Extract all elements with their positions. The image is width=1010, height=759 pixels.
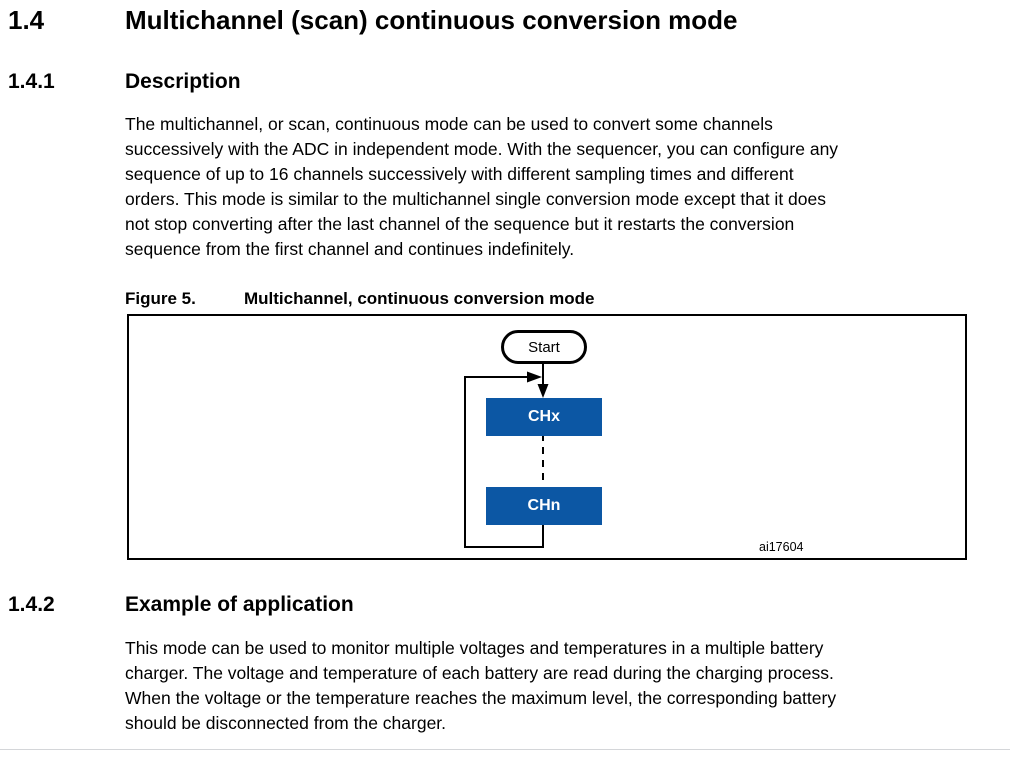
figure-caption: Figure 5. Multichannel, continuous conver… (125, 288, 594, 310)
subsection-title: Description (125, 70, 241, 93)
section-number: 1.4 (8, 5, 45, 35)
flowchart-start-node: Start (501, 330, 587, 364)
figure-watermark: ai17604 (759, 540, 804, 554)
flowchart-connector-lines (464, 362, 549, 548)
chn-node-label: CHn (527, 497, 561, 514)
chx-node-label: CHx (527, 408, 560, 425)
start-node-label: Start (528, 338, 560, 356)
example-paragraph: This mode can be used to monitor multipl… (125, 638, 837, 733)
arrowhead-down-icon (537, 384, 549, 398)
section-title: Multichannel (scan) continuous conversio… (125, 5, 738, 35)
description-paragraph: The multichannel, or scan, continuous mo… (125, 114, 839, 259)
figure-frame: Start CHx CHn ai17604 (127, 314, 967, 560)
page-bottom-divider (0, 749, 1010, 750)
arrowhead-right-icon (527, 371, 542, 383)
subsection-number: 1.4.2 (8, 593, 55, 616)
flowchart-chx-node: CHx (486, 398, 602, 436)
figure-caption-text: Multichannel, continuous conversion mode (244, 289, 595, 308)
subsection-title: Example of application (125, 593, 354, 616)
flowchart-chn-node: CHn (486, 487, 602, 525)
figure-label: Figure 5. (125, 289, 196, 308)
subsection-number: 1.4.1 (8, 70, 55, 93)
